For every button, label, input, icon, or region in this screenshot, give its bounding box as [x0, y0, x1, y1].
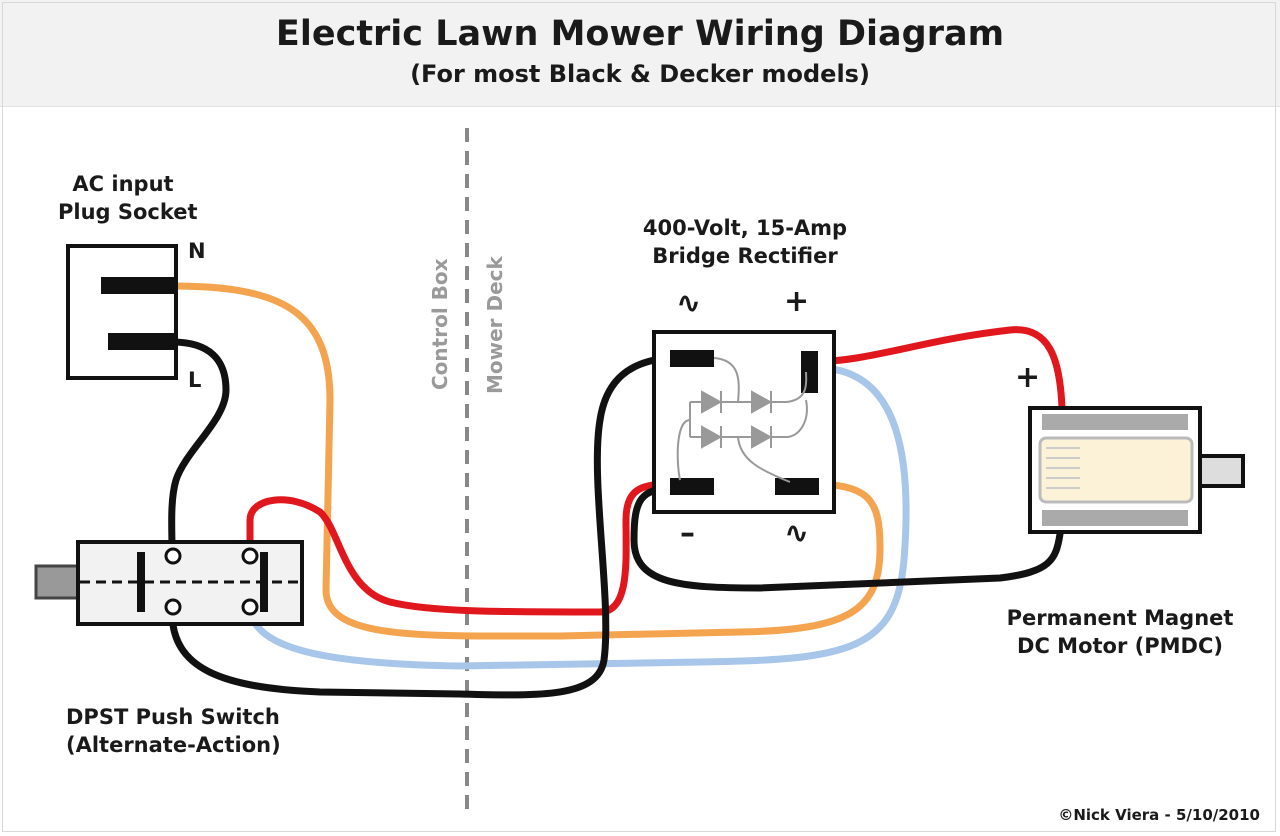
diagram-title: Electric Lawn Mower Wiring Diagram — [275, 14, 1005, 54]
motor-magnet-bottom — [1042, 510, 1188, 526]
wire-black-motor — [630, 484, 1064, 592]
plug-socket-label-line2: Plug Socket — [58, 200, 198, 224]
plug-socket-label: AC input Plug Socket — [58, 170, 198, 226]
plug-terminal-n — [101, 277, 174, 294]
credit-text: ©Nick Viera - 5/10/2010 — [1058, 806, 1260, 824]
switch-terminal-ul — [164, 547, 182, 565]
mower-deck-label: Mower Deck — [483, 256, 507, 394]
terminal-n-label: N — [188, 239, 206, 263]
rectifier-terminal-ac-left — [670, 350, 714, 367]
motor-label-line2: DC Motor (PMDC) — [1017, 634, 1223, 658]
motor-magnet-top — [1042, 414, 1188, 430]
switch-terminal-ll — [164, 598, 182, 616]
motor-positive-symbol: + — [1015, 360, 1041, 395]
switch-terminal-ur — [241, 547, 259, 565]
rectifier-terminal-negative — [670, 478, 714, 495]
rectifier-ac-symbol-top: ∿ — [676, 286, 702, 321]
rectifier-terminal-ac-right — [775, 478, 819, 495]
rectifier-label: 400-Volt, 15-Amp Bridge Rectifier — [620, 214, 870, 270]
rectifier-terminal-positive — [801, 351, 818, 393]
switch-label: DPST Push Switch (Alternate-Action) — [66, 703, 281, 759]
control-box-label: Control Box — [428, 258, 452, 390]
rectifier-negative-symbol: – — [680, 516, 695, 551]
rectifier-ac-symbol-bottom: ∿ — [784, 516, 810, 551]
motor-label: Permanent Magnet DC Motor (PMDC) — [980, 604, 1260, 660]
motor-commutator-lines — [1046, 447, 1080, 489]
header-band — [0, 0, 1280, 107]
terminal-l-label: L — [188, 368, 202, 392]
motor-label-line1: Permanent Magnet — [1006, 606, 1234, 630]
switch-contact-left — [137, 552, 145, 612]
diode-symbols — [701, 390, 773, 449]
wire-blue — [246, 364, 910, 670]
plug-socket-label-line1: AC input — [72, 172, 174, 196]
switch-contact-right — [260, 552, 268, 612]
rectifier-positive-symbol: + — [784, 284, 810, 319]
switch-label-line1: DPST Push Switch — [66, 705, 280, 729]
motor-armature — [1038, 436, 1194, 504]
wire-black-l — [168, 338, 230, 552]
switch-label-line2: (Alternate-Action) — [66, 733, 281, 757]
rectifier-label-line2: Bridge Rectifier — [652, 244, 838, 268]
wire-orange — [168, 282, 884, 640]
dpst-switch — [76, 540, 304, 626]
rectifier-label-line1: 400-Volt, 15-Amp — [642, 216, 848, 240]
motor-shaft — [1196, 454, 1245, 488]
wire-red-motor — [806, 326, 1066, 412]
plug-terminal-l — [108, 333, 174, 350]
plug-socket — [66, 244, 178, 380]
switch-plunger — [34, 564, 82, 600]
wire-red — [246, 480, 674, 616]
switch-terminal-lr — [241, 598, 259, 616]
diagram-subtitle: (For most Black & Decker models) — [410, 60, 870, 88]
wire-black-switch — [168, 354, 676, 699]
